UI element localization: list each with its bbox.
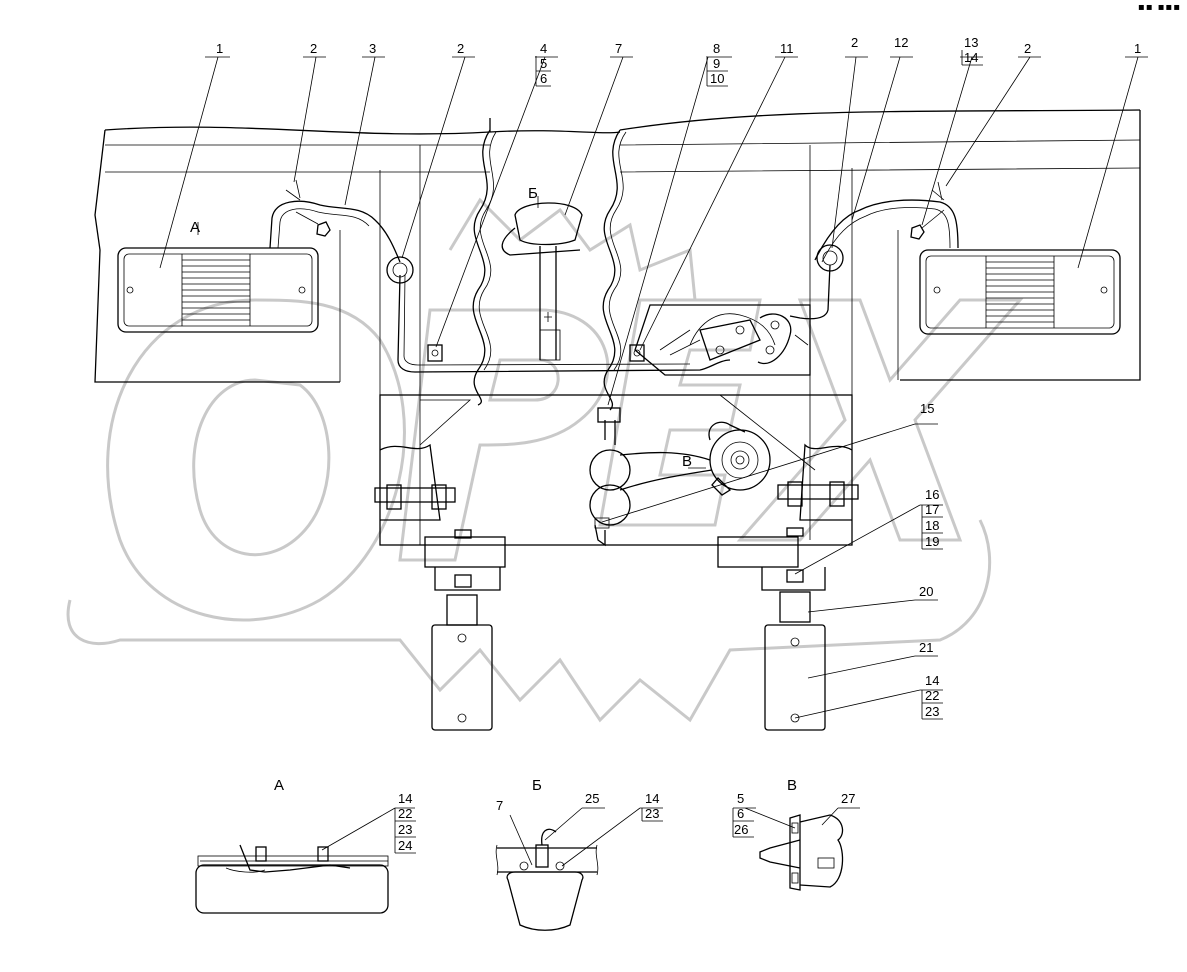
right-tail-lamp [919,249,1121,335]
callout-23-a: 23 [925,704,939,719]
callout-23-b: 23 [398,822,412,837]
callout-5-b: 5 [737,791,744,806]
detail-view-v [759,814,844,891]
detail-view-b [495,828,599,931]
callout-2-b: 2 [457,41,464,56]
callout-22-b: 22 [398,806,412,821]
callout-6-b: 6 [737,806,744,821]
view-marker-v: В [682,453,692,470]
callout-23-c: 23 [645,806,659,821]
callout-7: 7 [615,41,622,56]
plate-lamp [501,202,583,361]
callout-1-right: 1 [1134,41,1141,56]
callout-19: 19 [925,534,939,549]
callout-25: 25 [585,791,599,806]
callout-8: 8 [713,41,720,56]
bracket-bolts [386,481,845,510]
callout-2-c: 2 [851,35,858,50]
lamp-lens-stripes [182,259,250,321]
break-lines [472,129,627,411]
frame [374,394,859,568]
callout-15: 15 [920,401,934,416]
callout-2-d: 2 [1024,41,1031,56]
callout-18: 18 [925,518,939,533]
callout-24: 24 [398,838,412,853]
callout-3: 3 [369,41,376,56]
callout-13: 13 [964,35,978,50]
view-title-a: А [274,777,284,794]
body-panel [94,109,1141,545]
view-marker-b: Б [528,185,538,202]
callout-2-a: 2 [310,41,317,56]
callout-6: 6 [540,71,547,86]
view-title-v: В [787,777,797,794]
callout-11: 11 [780,41,794,56]
view-title-b: Б [532,777,542,794]
detail-view-a [195,844,389,914]
view-marker-a: А [190,219,200,236]
callout-22-a: 22 [925,688,939,703]
callout-16: 16 [925,487,939,502]
callout-14-d: 14 [645,791,659,806]
callout-9: 9 [713,56,720,71]
callout-14-a: 14 [964,50,978,65]
callout-7-b: 7 [496,798,503,813]
corner-mark: ▪▪ ▪▪▪ [1137,2,1181,13]
callout-boxes [394,50,983,854]
callout-17: 17 [925,502,939,517]
callout-20: 20 [919,584,933,599]
callout-26: 26 [734,822,748,837]
junction-block [634,304,811,376]
mudflap-right [761,527,826,731]
callout-12: 12 [894,35,908,50]
leader-lines [159,56,1148,867]
mudflap-left [431,529,501,731]
callout-4: 4 [540,41,547,56]
connector-box [589,407,631,547]
wiring-harness [269,179,959,373]
trailer-socket [619,421,771,496]
callout-14-c: 14 [398,791,412,806]
callout-14-b: 14 [925,673,939,688]
callout-21: 21 [919,640,933,655]
callout-5: 5 [540,56,547,71]
callout-1-left: 1 [216,41,223,56]
callout-10: 10 [710,71,724,86]
left-tail-lamp [117,247,319,333]
callout-27: 27 [841,791,855,806]
watermark [66,197,1024,723]
